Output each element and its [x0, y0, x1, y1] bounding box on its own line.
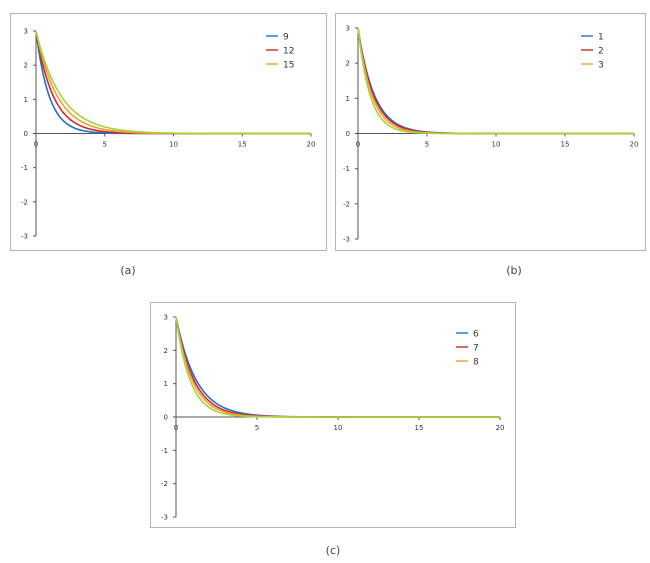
legend-label: 3: [598, 61, 604, 71]
series-line-1: [357, 27, 634, 135]
x-tick-label: 10: [492, 141, 501, 149]
y-tick-label: 0: [164, 414, 168, 422]
x-tick-label: 0: [174, 424, 178, 432]
y-tick-label: 2: [164, 347, 168, 355]
series-line-15: [35, 30, 311, 135]
caption-c: (c): [325, 544, 341, 557]
x-tick-label: 10: [334, 424, 343, 432]
y-tick-label: 2: [24, 62, 28, 70]
y-tick-label: -3: [161, 514, 168, 522]
y-tick-label: 1: [24, 96, 28, 104]
series-line-3: [357, 27, 634, 135]
legend-label: 12: [283, 47, 294, 57]
y-tick-label: -3: [343, 236, 350, 244]
legend-label: 8: [473, 358, 479, 368]
legend-label: 15: [283, 61, 294, 71]
y-tick-label: 1: [164, 380, 168, 388]
y-tick-label: 0: [346, 130, 350, 138]
y-tick-label: -2: [343, 200, 350, 208]
series-line-2: [357, 27, 634, 135]
y-tick-label: 0: [24, 130, 28, 138]
series-line-8: [175, 316, 500, 418]
y-tick-label: 2: [346, 60, 350, 68]
x-tick-label: 5: [103, 141, 107, 149]
x-tick-label: 20: [496, 424, 505, 432]
x-tick-label: 10: [169, 141, 178, 149]
x-tick-label: 20: [307, 141, 316, 149]
legend-label: 7: [473, 344, 479, 354]
x-tick-label: 15: [561, 141, 570, 149]
series-line-unlabeled-3: [175, 316, 500, 418]
x-tick-label: 20: [630, 141, 639, 149]
x-tick-label: 0: [34, 141, 38, 149]
x-tick-label: 15: [238, 141, 247, 149]
y-tick-label: -3: [21, 233, 28, 241]
y-tick-label: 3: [346, 25, 350, 33]
y-tick-label: -1: [21, 164, 28, 172]
x-tick-label: 0: [356, 141, 360, 149]
series-line-7: [175, 316, 500, 418]
legend-label: 1: [598, 33, 604, 43]
y-tick-label: 3: [164, 314, 168, 322]
legend-label: 2: [598, 47, 604, 57]
y-tick-label: 1: [346, 95, 350, 103]
legend-label: 6: [473, 330, 479, 340]
y-tick-label: 3: [24, 28, 28, 36]
legend-label: 9: [283, 33, 289, 43]
x-tick-label: 5: [425, 141, 429, 149]
y-tick-label: -2: [21, 198, 28, 206]
series-line-unlabeled-3: [357, 27, 634, 135]
x-tick-label: 5: [255, 424, 259, 432]
x-tick-label: 15: [415, 424, 424, 432]
caption-b: (b): [506, 264, 522, 277]
y-tick-label: -2: [161, 480, 168, 488]
y-tick-label: -1: [343, 165, 350, 173]
series-line-unlabeled-3: [35, 30, 311, 135]
y-tick-label: -1: [161, 447, 168, 455]
caption-a: (a): [120, 264, 136, 277]
series-line-6: [175, 316, 500, 418]
